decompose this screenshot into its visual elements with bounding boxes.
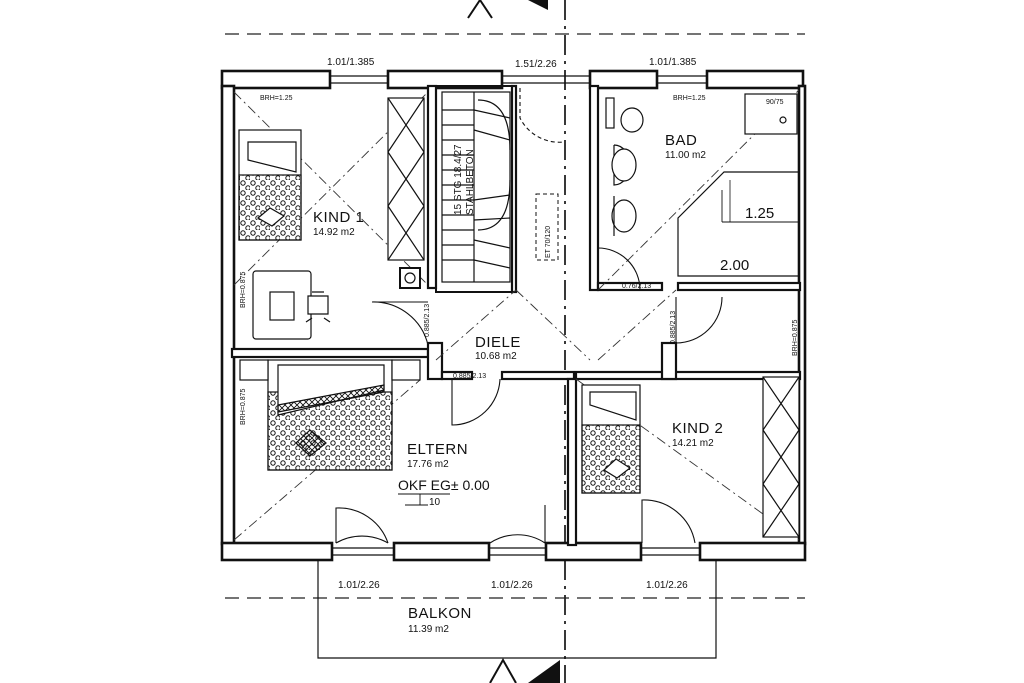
door-dim-kind2: 0.885/2.13 (670, 311, 677, 344)
room-area-kind1: 14.92 m2 (313, 227, 355, 238)
room-area-kind2: 14.21 m2 (672, 438, 714, 449)
svg-text:OKF EG± 0.00: OKF EG± 0.00 (398, 477, 490, 493)
svg-text:10: 10 (429, 497, 441, 508)
svg-text:BRH=0.875: BRH=0.875 (240, 389, 247, 425)
stair-label: 15 STG 18.4/27 STAHLBETON (453, 144, 476, 215)
window-dim-top-center: 1.51/2.26 (515, 59, 557, 70)
room-area-balkon: 11.39 m2 (408, 624, 449, 635)
bad-fixtures (605, 93, 800, 277)
door-dim-eltern: 0.885/2.13 (453, 373, 486, 380)
svg-text:BRH=0.875: BRH=0.875 (792, 320, 799, 356)
svg-text:STAHLBETON: STAHLBETON (465, 149, 476, 215)
room-name-balkon: BALKON (408, 605, 472, 622)
door-dim-bad: 0.76/2.13 (622, 283, 651, 290)
staircase (435, 85, 513, 293)
window-dim-bottom-right: 1.01/2.26 (646, 580, 688, 591)
room-area-bad: 11.00 m2 (665, 150, 706, 161)
room-name-kind1: KIND 1 (313, 209, 364, 226)
room-area-eltern: 17.76 m2 (407, 459, 449, 470)
svg-text:0.885/2.13: 0.885/2.13 (670, 311, 677, 344)
window-dim-top-left: 1.01/1.385 (327, 57, 375, 68)
eltern-bed (239, 359, 421, 471)
kind2-furniture (581, 376, 800, 538)
interior-walls (230, 84, 802, 547)
brh-kind2-right: BRH=0.875 (792, 320, 799, 356)
window-dim-top-right: 1.01/1.385 (649, 57, 697, 68)
windows (330, 75, 707, 556)
brh-kind1-top: BRH=1.25 (260, 95, 293, 102)
room-name-eltern: ELTERN (407, 441, 468, 458)
balkon-outline (317, 560, 717, 659)
door-swings (335, 88, 723, 544)
section-lines (225, 0, 805, 683)
window-dim-bottom-center: 1.01/2.26 (491, 580, 533, 591)
level-marker: OKF EG± 0.00 10 (398, 477, 490, 508)
svg-text:15 STG 18.4/27: 15 STG 18.4/27 (453, 144, 464, 215)
svg-text:ET 70/120: ET 70/120 (545, 226, 552, 258)
room-name-kind2: KIND 2 (672, 420, 723, 437)
svg-text:BRH=0.875: BRH=0.875 (240, 272, 247, 308)
window-dim-bottom-left: 1.01/2.26 (338, 580, 380, 591)
kind1-furniture (238, 97, 425, 340)
attic-hatch: ET 70/120 (535, 193, 559, 261)
section-marker-bottom (489, 657, 560, 683)
door-dim-kind1: 0.885/2.13 (424, 304, 431, 337)
bath-dim-2: 2.00 (720, 257, 749, 274)
svg-text:0.885/2.13: 0.885/2.13 (424, 304, 431, 337)
room-area-diele: 10.68 m2 (475, 351, 517, 362)
stair-treads (442, 109, 511, 269)
brh-bad-top: BRH=1.25 (673, 95, 706, 102)
brh-eltern-left: BRH=0.875 (240, 389, 247, 425)
room-name-bad: BAD (665, 132, 697, 149)
shower-dim: 90/75 (766, 99, 784, 106)
room-name-diele: DIELE (475, 334, 521, 351)
bath-dim-1: 1.25 (745, 205, 774, 222)
section-marker-top (467, 0, 548, 19)
exterior-walls (220, 69, 807, 562)
brh-kind1-left: BRH=0.875 (240, 272, 247, 308)
